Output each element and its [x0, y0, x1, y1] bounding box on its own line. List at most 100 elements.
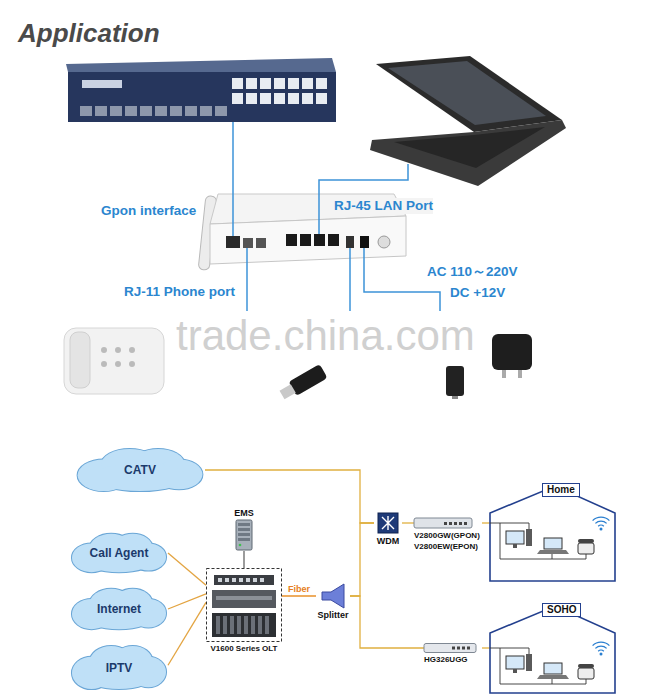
server-led [239, 544, 242, 547]
olt-slot [251, 616, 255, 634]
node-wdm: WDM [374, 513, 402, 547]
olt-frame [207, 569, 282, 642]
phone-body [578, 668, 594, 679]
pc-stand [513, 544, 517, 548]
connector-line [402, 522, 414, 523]
sfp-slot [95, 106, 107, 116]
leader-line [349, 248, 351, 311]
watermark: trade.china.com [176, 312, 475, 360]
house-outline [490, 483, 615, 581]
node-cloud: CATV [75, 448, 205, 492]
olt-port [239, 578, 243, 582]
house-wall [490, 486, 615, 581]
connector-line [482, 647, 490, 648]
sfp-slot [125, 106, 137, 116]
laptop-screen [388, 61, 546, 125]
connector-line [350, 596, 424, 648]
rj45-port [288, 93, 299, 104]
onu-port [459, 522, 462, 525]
house-tag: Home [542, 483, 580, 497]
onu-port [454, 522, 457, 525]
onu-icon [424, 643, 476, 653]
onu-port [457, 647, 460, 650]
phone-key [101, 347, 107, 353]
rj45-port [274, 93, 285, 104]
pc-monitor [506, 656, 524, 669]
house-wall [490, 606, 615, 693]
sfp-slot [185, 106, 197, 116]
olt-rack [206, 568, 282, 642]
connector-line [168, 553, 206, 585]
cloud-fill [84, 660, 155, 689]
rj45-port [260, 93, 271, 104]
node-onu: V2800GW(GPON) V2800EW(EPON) [414, 517, 482, 551]
device-label: V2800EW(EPON) [414, 542, 478, 551]
cloud-label: IPTV [106, 661, 133, 675]
usb-dongle [278, 364, 328, 402]
olt-port [232, 578, 236, 582]
phone-handset [70, 332, 90, 388]
sfp-slot [170, 106, 182, 116]
power-jack [360, 236, 369, 248]
onu-icon [414, 517, 474, 529]
house-tag: SOHO [542, 603, 581, 617]
wifi-arc [593, 517, 610, 520]
adapter-body [492, 334, 532, 370]
connector-line [168, 602, 206, 665]
device-label: Splitter [317, 610, 348, 621]
wdm-mark [382, 516, 394, 530]
sfp-slot [110, 106, 122, 116]
olt-device [66, 58, 336, 122]
sfp-slot [80, 106, 92, 116]
olt-unit [214, 575, 274, 585]
olt-slot [265, 616, 269, 634]
phone-body [64, 328, 164, 394]
port-label: DC +12V [450, 285, 505, 301]
phone-key [129, 347, 135, 353]
cloud-outline [84, 547, 155, 573]
cloud-outline [84, 602, 155, 629]
phone-handset [578, 664, 594, 668]
phone-port [243, 238, 253, 248]
wifi-arc [593, 642, 610, 645]
house-wire [552, 554, 586, 559]
pc-monitor [506, 531, 524, 544]
leader-line [364, 248, 440, 311]
device-label: V1600 Series OLT [211, 644, 278, 654]
olt-port [246, 578, 250, 582]
olt-slot [223, 616, 227, 634]
onu-port [452, 647, 455, 650]
phone-port [256, 238, 266, 248]
olt-slot [230, 616, 234, 634]
phone-handset [578, 539, 594, 543]
onu-port [449, 522, 452, 525]
onu-port [467, 647, 470, 650]
phone-key [115, 361, 121, 367]
server-body [236, 520, 252, 550]
house-wire [490, 648, 529, 654]
server-bay [238, 528, 250, 531]
node-ems: EMS [224, 508, 264, 551]
house-wire [490, 523, 529, 529]
node-house: SOHO [490, 603, 615, 693]
node-cloud: Call Agent [70, 533, 168, 573]
cloud-label: Internet [97, 602, 141, 616]
node-cloud: IPTV [70, 645, 168, 690]
adapter-plug [446, 366, 464, 396]
olt-slot [216, 616, 220, 634]
splitter-icon [319, 582, 347, 610]
rj45-port [316, 93, 327, 104]
device-label: V2800GW(GPON) [414, 531, 480, 540]
pc-stand [513, 669, 517, 673]
rj45-port [302, 78, 313, 89]
rj45-port [232, 93, 243, 104]
phone-body [578, 543, 594, 554]
olt-port [253, 578, 257, 582]
laptop [370, 56, 566, 186]
cloud-label: CATV [124, 463, 156, 477]
lan-port [328, 234, 339, 246]
telephone [64, 328, 164, 394]
server-bay [238, 523, 250, 526]
wifi-dot [600, 653, 603, 656]
olt-port [218, 578, 222, 582]
